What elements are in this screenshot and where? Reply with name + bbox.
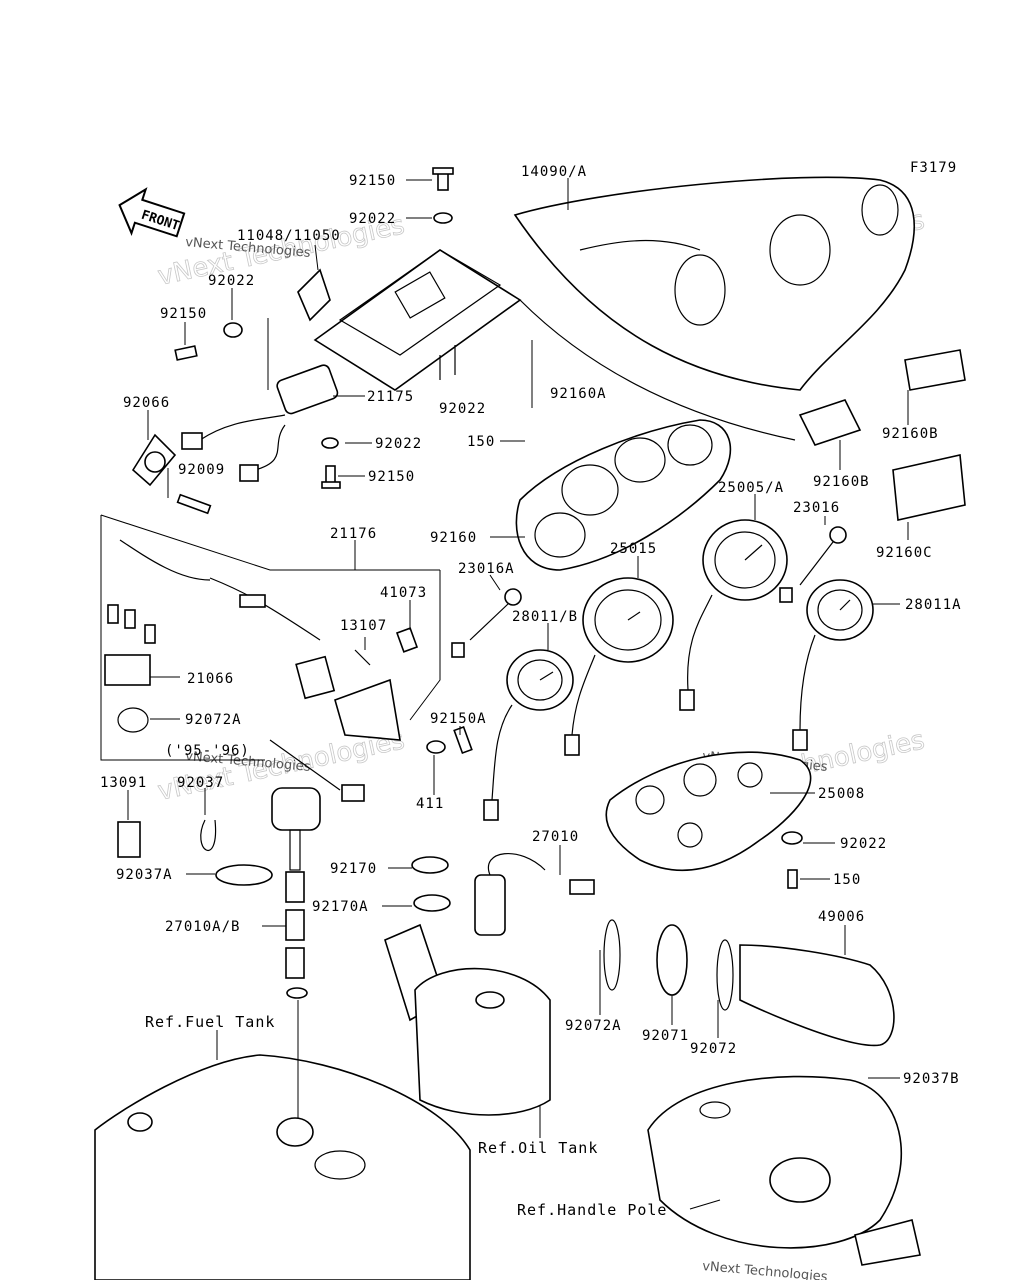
gauge-28011a: [792, 579, 874, 751]
part-label: 21175: [367, 389, 414, 405]
part-label: 14090/A: [521, 164, 587, 180]
gauge-25005: [679, 519, 788, 711]
part-label: 92072A: [185, 712, 242, 728]
part-label: 11048/11050: [237, 228, 341, 244]
part-label: 92022: [349, 211, 396, 227]
part-label: 23016A: [458, 561, 515, 577]
part-label: 27010A/B: [165, 919, 240, 935]
gasket-25008: [605, 751, 812, 889]
part-label: 92150: [349, 173, 396, 189]
part-label: 92160: [430, 530, 477, 546]
part-label: 23016: [793, 500, 840, 516]
part-label: 92150: [160, 306, 207, 322]
part-label: 21176: [330, 526, 377, 542]
part-label: 92170: [330, 861, 377, 877]
part-label: 92022: [439, 401, 486, 417]
part-label: 92160A: [550, 386, 607, 402]
part-label: 92037B: [903, 1071, 960, 1087]
part-label: 92071: [642, 1028, 689, 1044]
part-label: 21066: [187, 671, 234, 687]
part-label: 92150A: [430, 711, 487, 727]
part-label: 92072: [690, 1041, 737, 1057]
part-label: 49006: [818, 909, 865, 925]
part-label: 92022: [208, 273, 255, 289]
part-label: 28011/B: [512, 609, 578, 625]
reference-labels: Ref.Fuel Tank Ref.Oil Tank Ref.Handle Po…: [145, 1013, 667, 1219]
part-label: 92037A: [116, 867, 173, 883]
part-label: 92160C: [876, 545, 933, 561]
part-label: 92150: [368, 469, 415, 485]
ref-handle-pole: Ref.Handle Pole: [517, 1201, 667, 1219]
part-label: 92009: [178, 462, 225, 478]
watermark-text: vNext Technologies: [702, 1259, 829, 1280]
part-label: 25005/A: [718, 480, 784, 496]
part-label: 92037: [177, 775, 224, 791]
part-label: 13091: [100, 775, 147, 791]
part-labels: 92150 92022 11048/11050 92022 92150 9206…: [100, 164, 962, 1087]
part-label: 25008: [818, 786, 865, 802]
dash-cover: [513, 176, 966, 521]
fuel-sender: [117, 787, 451, 999]
part-label: 41073: [380, 585, 427, 601]
part-label: 92022: [840, 836, 887, 852]
bracket-assembly: [131, 167, 522, 515]
oil-tank: [384, 852, 595, 1116]
front-arrow-icon: FRONT: [118, 187, 186, 238]
fuel-tank: [94, 1054, 471, 1280]
part-label: 27010: [532, 829, 579, 845]
part-label: 411: [416, 796, 444, 812]
leader-lines: [127, 178, 909, 1210]
part-label: 92022: [375, 436, 422, 452]
part-label: ('95-'96): [165, 743, 250, 759]
gauge-28011b: [483, 649, 574, 821]
part-label: 92170A: [312, 899, 369, 915]
part-label: 92160B: [813, 474, 870, 490]
part-label: 13107: [340, 618, 387, 634]
gauge-25015: [564, 577, 674, 756]
part-label: 92066: [123, 395, 170, 411]
sensor-23016: [779, 526, 847, 603]
part-label: 150: [833, 872, 861, 888]
part-label: 28011A: [905, 597, 962, 613]
handle-pole: [647, 1075, 921, 1266]
part-label: 25015: [610, 541, 657, 557]
part-label: 92160B: [882, 426, 939, 442]
part-label: 150: [467, 434, 495, 450]
part-label: 92072A: [565, 1018, 622, 1034]
harness-area: [100, 514, 473, 802]
ref-fuel-tank: Ref.Fuel Tank: [145, 1013, 275, 1031]
ref-oil-tank: Ref.Oil Tank: [478, 1139, 598, 1157]
sensor-23016a: [451, 588, 522, 658]
instrument-panel: [515, 419, 732, 571]
figure-id: F3179: [910, 160, 957, 176]
